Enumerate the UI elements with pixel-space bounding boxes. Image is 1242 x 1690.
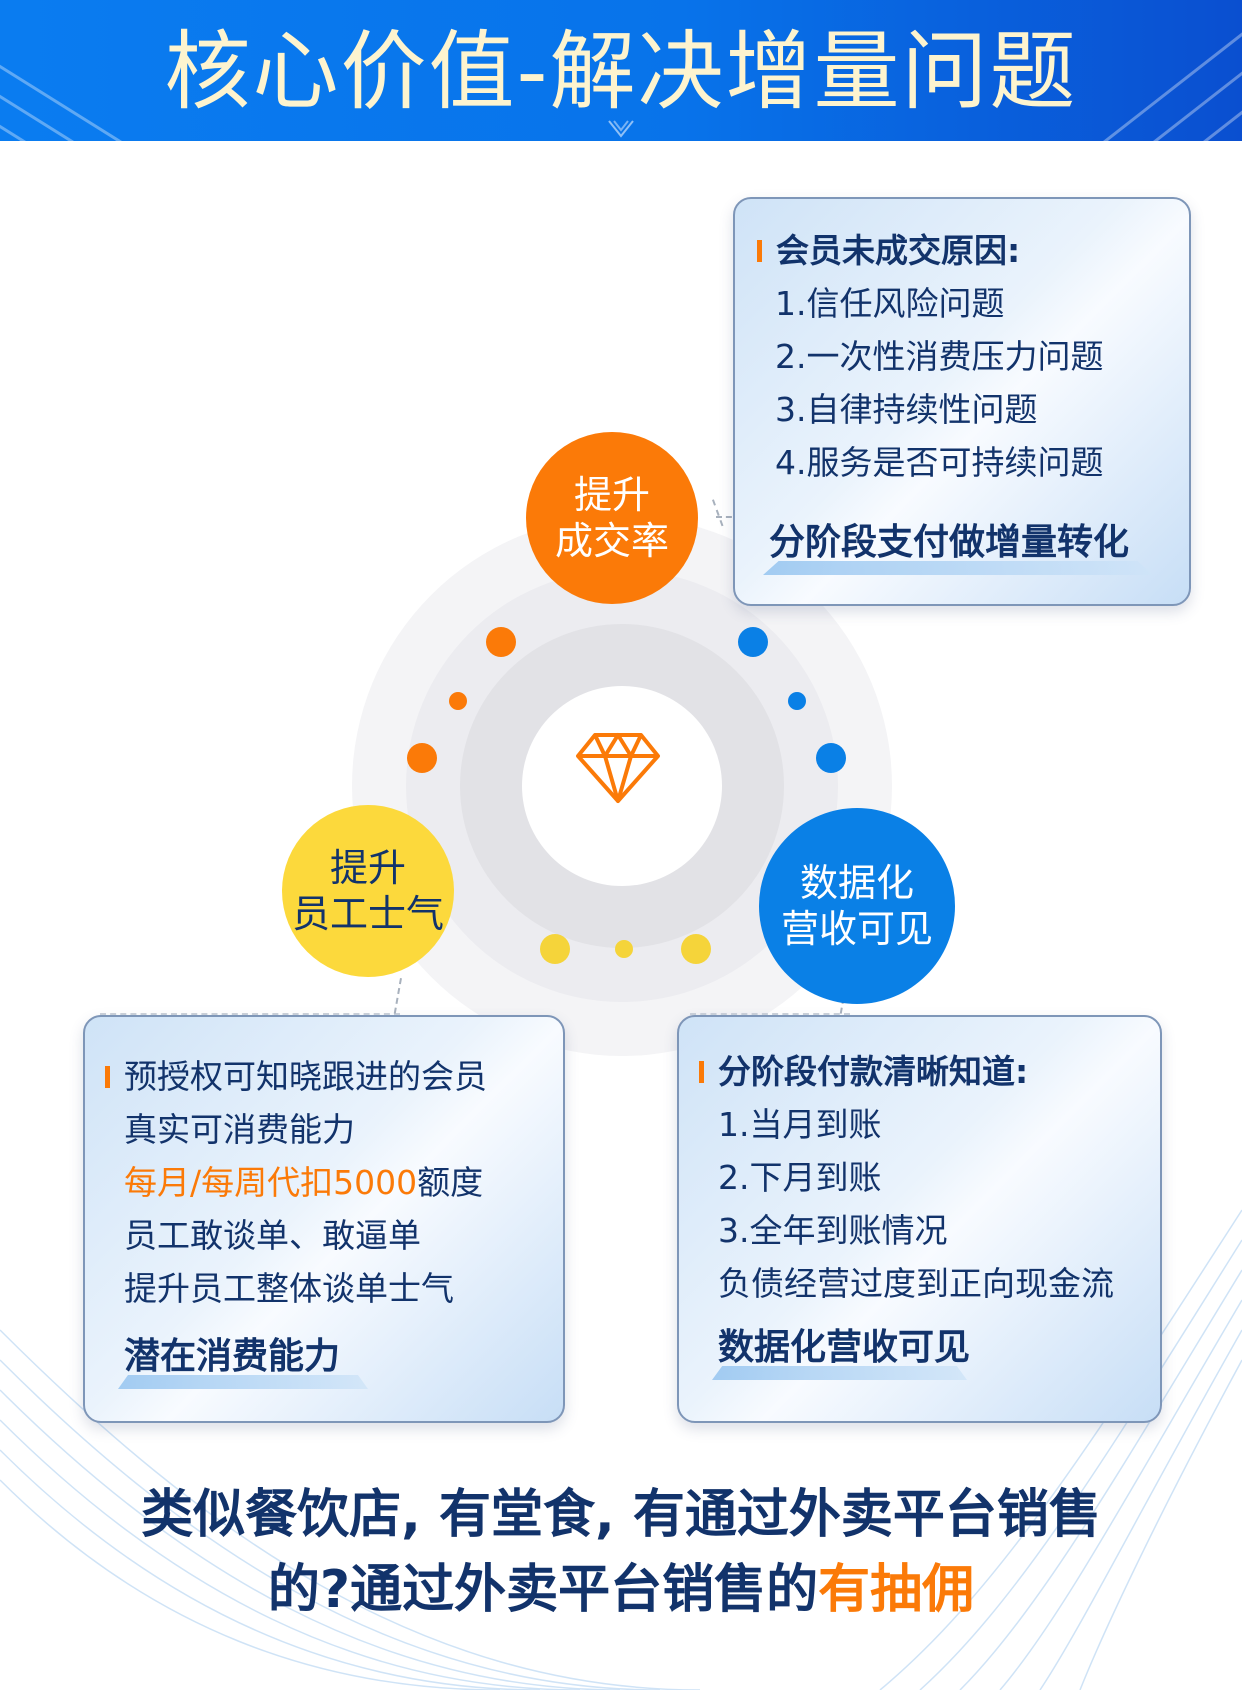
card-item-list: 1.当月到账 2.下月到账 3.全年到账情况 负债经营过度到正向现金流 [699, 1098, 1160, 1310]
accent-bar [757, 240, 762, 262]
list-item: 3.全年到账情况 [718, 1211, 948, 1250]
footer-underlay [118, 1375, 368, 1389]
accent-bar [105, 1065, 110, 1088]
page-title: 核心价值-解决增量问题 [164, 22, 1078, 122]
card-item-list: 1.信任风险问题 2.一次性消费压力问题 3.自律持续性问题 4.服务是否可持续… [757, 277, 1189, 489]
header-banner: 核心价值-解决增量问题 [0, 0, 1242, 141]
card-heading-row: 预授权可知晓跟进的会员 [105, 1050, 563, 1103]
list-item: 1.当月到账 [718, 1105, 882, 1144]
chevron-down-icon [608, 120, 634, 138]
connector-dashed-line [393, 978, 402, 1014]
decor-dot-orange [449, 692, 467, 710]
decor-dot-blue [788, 692, 806, 710]
card-text-line-highlight: 每月/每周代扣5000额度 [124, 1156, 563, 1209]
decor-dot-orange [407, 743, 437, 773]
connector-dashed-line [100, 1013, 400, 1015]
list-item: 负债经营过度到正向现金流 [718, 1264, 1114, 1303]
connector-dashed-line [712, 499, 724, 527]
connector-dashed-line [690, 1013, 850, 1015]
bottom-summary: 类似餐饮店, 有堂食, 有通过外卖平台销售 的?通过外卖平台销售的有抽佣 [0, 1478, 1242, 1628]
node-staff-morale: 提升 员工士气 [282, 805, 454, 977]
card-text-line: 提升员工整体谈单士气 [124, 1269, 454, 1308]
card-heading-row: 会员未成交原因: [757, 229, 1189, 273]
card-footer: 潜在消费能力 [118, 1333, 563, 1389]
diamond-icon [576, 733, 660, 803]
card-footer-text: 数据化营收可见 [718, 1327, 971, 1368]
summary-line-1: 类似餐饮店, 有堂食, 有通过外卖平台销售 [141, 1485, 1101, 1545]
card-heading-row: 分阶段付款清晰知道: [699, 1050, 1160, 1094]
card-text-line: 预授权可知晓跟进的会员 [124, 1057, 487, 1096]
card-text-line: 员工敢谈单、敢逼单 [124, 1216, 421, 1255]
node-label-line2: 营收可见 [780, 907, 933, 951]
card-revenue-visibility: 分阶段付款清晰知道: 1.当月到账 2.下月到账 3.全年到账情况 负债经营过度… [677, 1015, 1162, 1423]
background-wave-decoration [0, 1209, 1242, 1690]
node-label-line2: 成交率 [554, 519, 669, 563]
card-text-line: 真实可消费能力 [124, 1110, 355, 1149]
list-item: 2.一次性消费压力问题 [775, 337, 1104, 376]
card-footer-text: 分阶段支付做增量转化 [769, 522, 1130, 563]
decor-dot-yellow [615, 940, 633, 958]
highlight-text: 每月/每周代扣5000 [124, 1163, 418, 1202]
summary-line-2: 的?通过外卖平台销售的有抽佣 [0, 1553, 1242, 1628]
decor-dot-blue [816, 743, 846, 773]
node-conversion-rate: 提升 成交率 [526, 432, 698, 604]
list-item: 3.自律持续性问题 [775, 390, 1038, 429]
summary-highlight: 有抽佣 [818, 1560, 975, 1620]
card-conversion-reasons: 会员未成交原因: 1.信任风险问题 2.一次性消费压力问题 3.自律持续性问题 … [733, 197, 1191, 606]
card-footer: 分阶段支付做增量转化 [763, 519, 1189, 575]
node-label-line1: 数据化 [799, 861, 914, 905]
card-heading: 分阶段付款清晰知道: [718, 1052, 1029, 1091]
decor-dot-blue [738, 627, 768, 657]
footer-underlay [712, 1366, 967, 1380]
footer-underlay [763, 561, 1153, 575]
card-staff-morale: 预授权可知晓跟进的会员 真实可消费能力 每月/每周代扣5000额度 员工敢谈单、… [83, 1015, 565, 1423]
node-label-line2: 员工士气 [291, 892, 444, 936]
highlight-suffix: 额度 [417, 1163, 484, 1202]
card-footer: 数据化营收可见 [712, 1324, 1160, 1380]
decor-dot-yellow [540, 934, 570, 964]
decor-dot-yellow [681, 934, 711, 964]
list-item: 2.下月到账 [718, 1158, 882, 1197]
card-footer-text: 潜在消费能力 [124, 1336, 341, 1377]
list-item: 1.信任风险问题 [775, 284, 1005, 323]
summary-line-2-prefix: 的?通过外卖平台销售的 [267, 1560, 819, 1620]
node-label-line1: 提升 [329, 846, 406, 890]
node-revenue-visibility: 数据化 营收可见 [759, 808, 955, 1004]
node-label-line1: 提升 [573, 473, 650, 517]
accent-bar [699, 1061, 704, 1083]
decor-dot-orange [486, 627, 516, 657]
card-item-list: 真实可消费能力 每月/每周代扣5000额度 员工敢谈单、敢逼单 提升员工整体谈单… [105, 1103, 563, 1315]
list-item: 4.服务是否可持续问题 [775, 443, 1104, 482]
card-heading: 会员未成交原因: [776, 231, 1021, 270]
